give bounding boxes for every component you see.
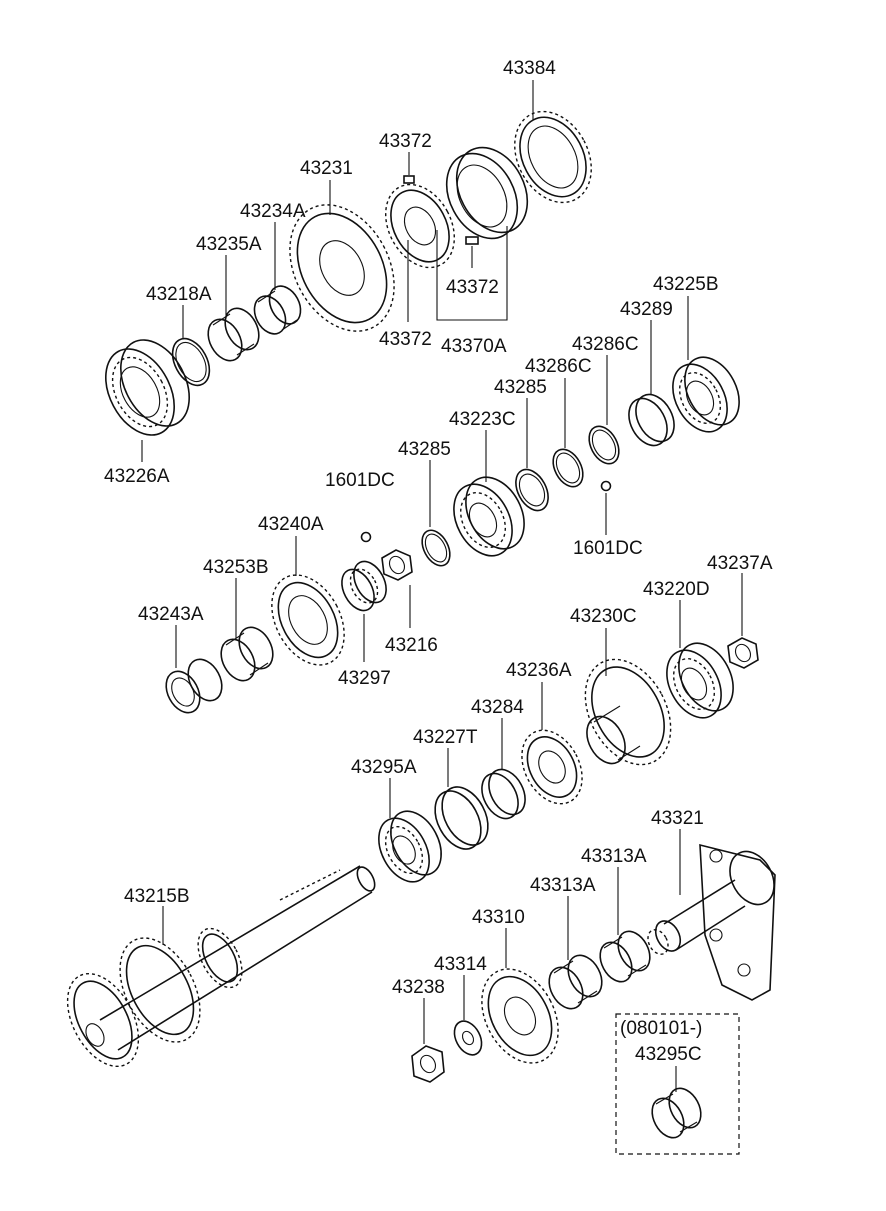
label-43237A: 43237A <box>707 553 773 574</box>
label-43295A: 43295A <box>351 757 417 778</box>
label-43225B: 43225B <box>653 274 719 295</box>
label-43223C: 43223C <box>449 409 516 430</box>
part-43284-spacer[interactable] <box>475 763 533 824</box>
label-43284: 43284 <box>471 697 524 718</box>
part-43286C-snap-ring-a[interactable] <box>583 421 625 469</box>
part-43237A-lock-nut[interactable] <box>727 637 759 669</box>
label-43234A: 43234A <box>240 201 306 222</box>
part-43372-key-top[interactable] <box>403 175 415 184</box>
label-43216: 43216 <box>385 635 438 656</box>
label-43372-mid: 43372 <box>446 277 499 298</box>
label-43314: 43314 <box>434 954 487 975</box>
label-43227T: 43227T <box>413 727 478 748</box>
part-43310-idler-gear[interactable] <box>467 956 574 1076</box>
part-43372-key-right[interactable] <box>465 236 479 245</box>
label-43253B: 43253B <box>203 557 269 578</box>
label-43313A-b: 43313A <box>530 875 596 896</box>
label-box-date: (080101-) <box>620 1018 702 1039</box>
label-43310: 43310 <box>472 907 525 928</box>
part-1601DC-ball-a[interactable] <box>360 531 372 543</box>
label-43313A-a: 43313A <box>581 846 647 867</box>
label-43238: 43238 <box>392 977 445 998</box>
label-43231: 43231 <box>300 158 353 179</box>
part-1601DC-ball-b[interactable] <box>600 480 612 492</box>
part-43384-synchro-ring[interactable] <box>500 98 607 216</box>
part-43220D-ball-bearing[interactable] <box>656 634 744 727</box>
part-43297-needle-bearing[interactable] <box>335 556 392 616</box>
label-1601DC-b: 1601DC <box>573 538 643 559</box>
label-43372-low: 43372 <box>379 329 432 350</box>
label-43230C: 43230C <box>570 606 637 627</box>
part-43313A-needle-bearing-b[interactable] <box>542 950 608 1015</box>
part-43223C-ball-bearing[interactable] <box>442 467 536 566</box>
part-43234A-needle-bearing[interactable] <box>248 281 307 339</box>
label-43297: 43297 <box>338 668 391 689</box>
part-43295C-needle-bearing[interactable] <box>646 1083 707 1143</box>
label-43220D: 43220D <box>643 579 710 600</box>
part-43235A-needle-bearing[interactable] <box>201 303 265 367</box>
part-43286C-snap-ring-b[interactable] <box>547 444 589 492</box>
part-43321-idler-shaft[interactable] <box>644 843 783 1001</box>
option-box <box>615 1013 740 1155</box>
label-43372-top: 43372 <box>379 131 432 152</box>
part-43215B-main-shaft[interactable] <box>53 864 378 1078</box>
part-43289-spacer[interactable] <box>621 388 681 452</box>
part-43230C-gear[interactable] <box>568 645 688 780</box>
part-43225B-ball-bearing[interactable] <box>662 348 750 441</box>
label-43218A: 43218A <box>146 284 212 305</box>
part-43372-hub[interactable] <box>372 173 468 280</box>
part-43238-lock-nut[interactable] <box>411 1045 445 1083</box>
label-43286C-b: 43286C <box>525 356 592 377</box>
label-43321: 43321 <box>651 808 704 829</box>
label-1601DC-a: 1601DC <box>325 470 395 491</box>
label-43289: 43289 <box>620 299 673 320</box>
part-43370A-synchro-sleeve[interactable] <box>433 135 542 251</box>
part-43313A-needle-bearing-a[interactable] <box>594 926 656 987</box>
part-43216-lock-nut[interactable] <box>381 549 413 581</box>
part-43243A-bushing[interactable] <box>159 654 228 719</box>
part-43295A-ball-bearing[interactable] <box>369 803 452 891</box>
label-43240A: 43240A <box>258 514 324 535</box>
part-43218A-snap-ring[interactable] <box>165 332 217 391</box>
label-43236A: 43236A <box>506 660 572 681</box>
part-43226A-ball-bearing[interactable] <box>92 328 203 446</box>
label-43226A: 43226A <box>104 466 170 487</box>
leader-43370A <box>436 226 508 321</box>
part-43236A-gear[interactable] <box>510 720 594 814</box>
label-43384: 43384 <box>503 58 556 79</box>
label-43295C: 43295C <box>635 1044 702 1065</box>
part-43240A-gear[interactable] <box>257 563 359 678</box>
part-43253B-needle-bearing[interactable] <box>214 622 279 687</box>
label-43285-a: 43285 <box>494 377 547 398</box>
part-43314-thrust-washer[interactable] <box>449 1016 487 1059</box>
part-43231-gear[interactable] <box>269 187 415 349</box>
label-43235A: 43235A <box>196 234 262 255</box>
label-43286C-a: 43286C <box>572 334 639 355</box>
part-43227T-ring[interactable] <box>426 779 497 857</box>
label-43243A: 43243A <box>138 604 204 625</box>
part-43285-ring-b[interactable] <box>416 526 455 571</box>
label-43285-b: 43285 <box>398 439 451 460</box>
label-43370A: 43370A <box>441 336 507 357</box>
label-43215B: 43215B <box>124 886 190 907</box>
part-43285-ring-a[interactable] <box>509 464 554 516</box>
